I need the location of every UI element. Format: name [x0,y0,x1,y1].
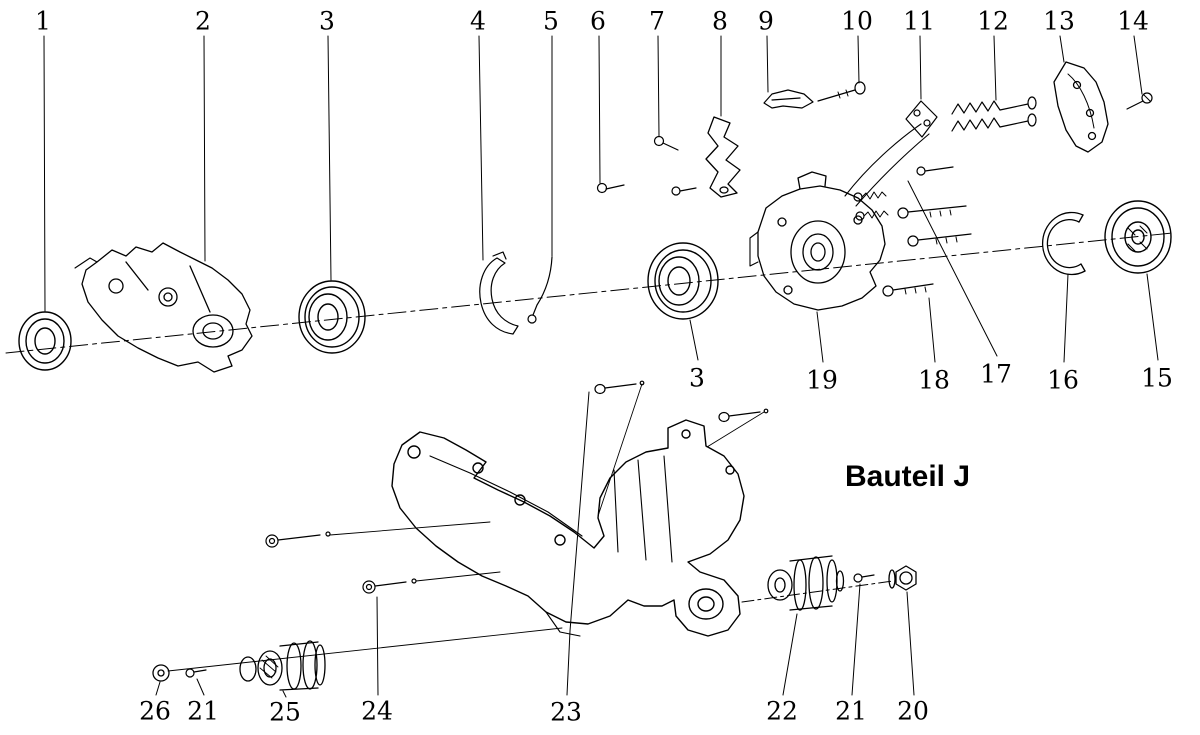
callout-23: 23 [550,697,582,727]
part-16-snap-ring [1041,211,1086,276]
callout-1: 1 [35,6,51,36]
part-1-seal [18,311,72,371]
part-7-screw [653,135,679,151]
callout-8: 8 [712,6,728,36]
callout-12: 12 [977,6,1009,36]
callout-18: 18 [918,365,950,395]
callout-22: 22 [766,696,798,726]
center-axis-lines [5,232,1173,672]
part-3-bearing-left [298,280,366,354]
callout-24: 24 [361,696,393,726]
leader-lines [43,35,1159,698]
part-26-cap [152,664,170,682]
callout-2: 2 [195,6,211,36]
part-21-screw-left [185,668,207,678]
part-4-5-retainer-clip [479,251,553,335]
part-19-housing [749,123,930,311]
callout-21: 21 [187,696,219,726]
part-21-screw-right [853,573,875,583]
callout-13: 13 [1043,6,1075,36]
callout-6: 6 [590,6,606,36]
part-11-bracket [905,100,938,138]
callout-4: 4 [470,6,486,36]
callout-3: 3 [319,6,335,36]
part-3-bearing-right [647,242,719,320]
callout-26: 26 [139,696,171,726]
part-9-lever [763,89,814,109]
callout-25: 25 [269,697,301,727]
callout-16: 16 [1047,365,1079,395]
callout-10: 10 [841,6,873,36]
part-2-gear-housing [74,242,253,373]
part-17-bolts [853,166,972,247]
part-15-bearing [1104,200,1172,274]
part-13-cover-plate [1053,61,1109,153]
callout-21: 21 [835,696,867,726]
part-23-support-bracket [391,419,745,637]
part-24-bolt [362,571,501,594]
part-25-rubber-mount [239,640,326,691]
part-18-bolt [882,283,934,297]
callout-17: 17 [980,359,1012,389]
callout-5: 5 [543,6,559,36]
callout-11: 11 [903,6,935,36]
part-22-rubber-mount [767,555,845,611]
part-10-bolt [817,81,866,102]
component-label: Bauteil J [845,460,971,493]
callout-14: 14 [1117,6,1149,36]
callout-3: 3 [689,363,705,393]
callout-7: 7 [649,6,665,36]
callout-9: 9 [758,6,774,36]
callout-20: 20 [897,696,929,726]
part-8-lever [705,116,741,198]
part-23-mounting-bolts [265,380,769,548]
callout-15: 15 [1141,363,1173,393]
part-6-screw [596,182,697,196]
part-14-screw [1126,92,1153,110]
part-12-spring-screws [951,96,1037,132]
part-20-nut [888,565,917,591]
callout-19: 19 [806,365,838,395]
